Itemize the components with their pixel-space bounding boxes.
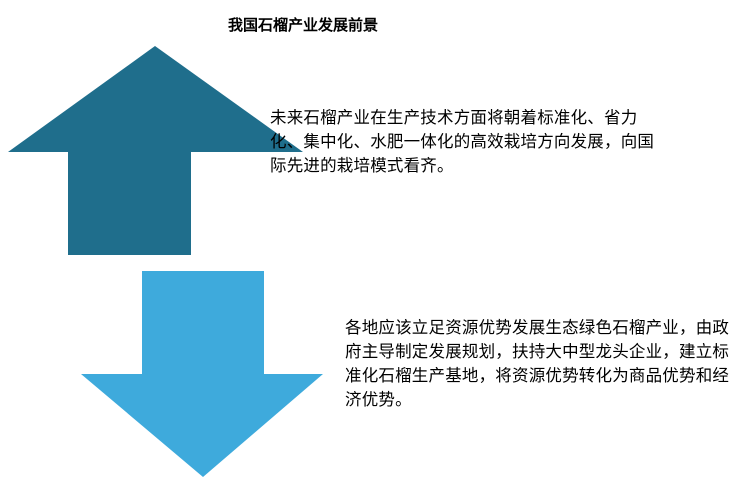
diagram-title: 我国石榴产业发展前景 — [228, 16, 379, 34]
down-arrow-description: 各地应该立足资源优势发展生态绿色石榴产业，由政府主导制定发展规划，扶持大中型龙头… — [345, 318, 730, 409]
up-arrow-shape — [8, 46, 303, 255]
up-arrow-description: 未来石榴产业在生产技术方面将朝着标准化、省力化、集中化、水肥一体化的高效栽培方向… — [270, 108, 655, 175]
